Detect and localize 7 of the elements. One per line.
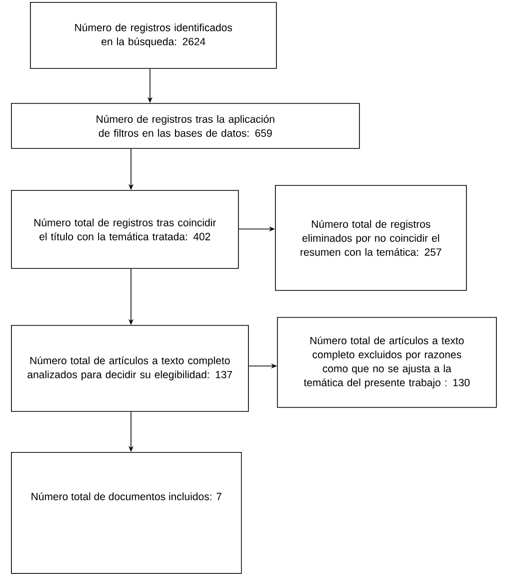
process-box: Número total de artículos a texto completo excluidos por razones como que no se ajusta a la temática del presente trabajo : 130 <box>277 317 497 408</box>
process-box: Número total de documentos incluidos: 7 <box>11 452 242 574</box>
process-box: Número de registros identificados en la búsqueda: 2624 <box>30 2 277 69</box>
process-box: Número total de registros tras coincidir el título con la temática tratada: 402 <box>11 190 239 269</box>
process-box: Número total de artículos a texto completo analizados para decidir su elegibilidad: 137 <box>11 325 249 412</box>
process-box: Número de registros tras la aplicación de filtros en las bases de datos: 659 <box>11 103 360 149</box>
process-box: Número total de registros eliminados por no coincidir el resumen con la temática: 257 <box>275 185 467 291</box>
